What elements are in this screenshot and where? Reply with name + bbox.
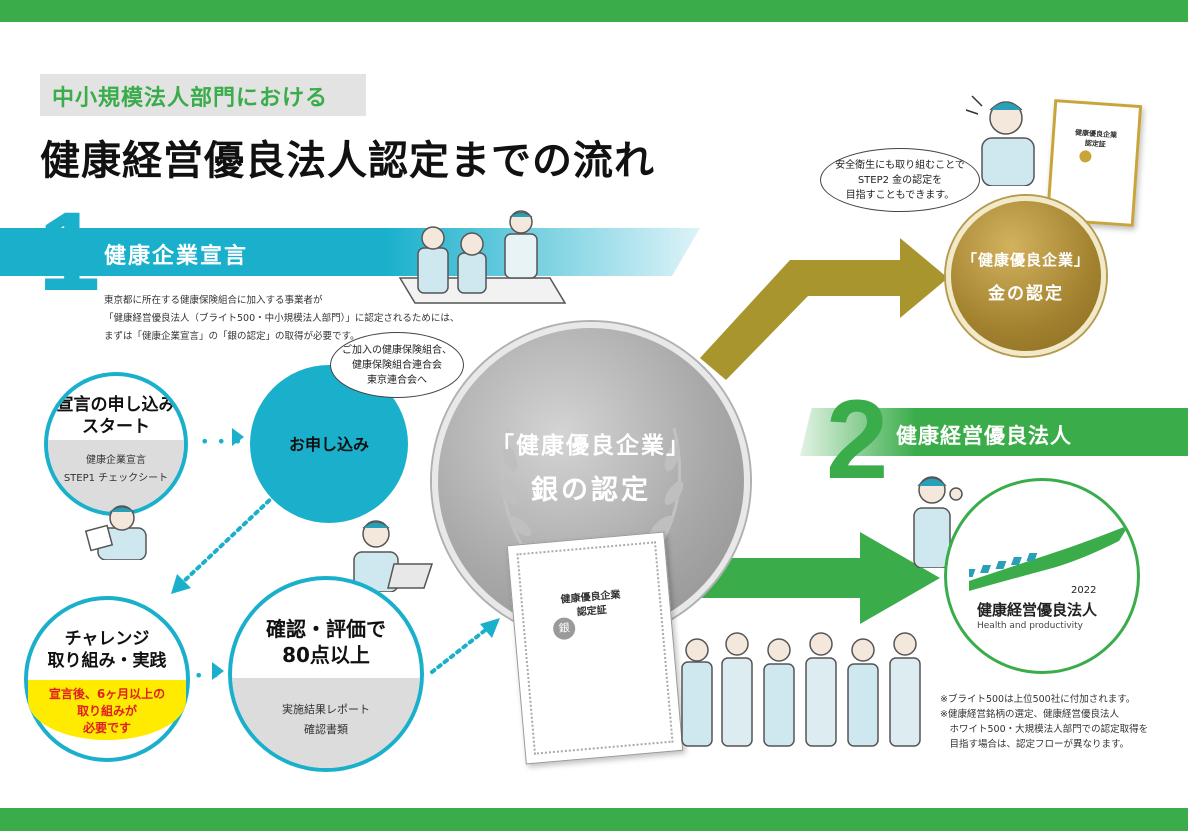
step1-number: 1 <box>38 189 101 314</box>
bubble-line: STEP2 金の認定を <box>857 175 943 186</box>
certificate-border <box>516 541 674 755</box>
start-sub: 健康企業宣言 STEP1 チェックシート <box>48 440 184 512</box>
dotted-arrow-diagonal <box>171 493 277 594</box>
challenge-title-line: チャレンジ <box>64 629 150 649</box>
description-line: 「健康経営優良法人（ブライト500・中小規模法人部門）」に認定されるためには、 <box>104 313 460 324</box>
footnotes: ※ブライト500は上位500社に付加されます。 ※健康経営銘柄の選定、健康経営優… <box>940 692 1148 752</box>
silver-line1: 「健康優良企業」 <box>491 433 691 459</box>
arrow-head <box>232 428 244 446</box>
start-circle: 宣言の申し込み スタート 健康企業宣言 STEP1 チェックシート <box>44 372 188 516</box>
green-arrow <box>700 532 940 624</box>
gold-seal <box>1079 149 1092 163</box>
step2-band <box>800 408 1188 456</box>
bottom-green-bar <box>0 808 1188 831</box>
footnote-line: ※健康経営銘柄の選定、健康経営優良法人 <box>940 709 1119 720</box>
logo-title: 健康経営優良法人 <box>977 601 1098 619</box>
step1-description: 東京都に所在する健康保険組合に加入する事業者が 「健康経営優良法人（ブライト50… <box>104 292 459 346</box>
footnote-line: ※ブライト500は上位500社に付加されます。 <box>940 694 1136 705</box>
step1-label: 健康企業宣言 <box>104 244 249 269</box>
reading-person-illustration <box>84 505 147 560</box>
start-title: 宣言の申し込み スタート <box>48 394 184 438</box>
laptop-person-illustration <box>353 520 434 592</box>
warning-line: 宣言後、6ヶ月以上の <box>48 687 166 701</box>
description-line: まずは「健康企業宣言」の「銀の認定」の取得が必要です。 <box>104 331 360 342</box>
subtitle-background <box>40 74 366 116</box>
group-people-illustration <box>681 632 921 747</box>
bubble-line: 安全衛生にも取り組むことで <box>835 160 965 171</box>
challenge-title-line: 取り組み・実践 <box>47 651 167 671</box>
dotted-arrow-up <box>430 618 500 674</box>
cheering-person-illustration <box>913 476 963 568</box>
bubble-line: 東京連合会へ <box>367 375 427 386</box>
thinking-person-illustration <box>965 95 1035 186</box>
challenge-title: チャレンジ 取り組み・実践 <box>28 628 186 672</box>
review-circle: 確認・評価で 80点以上 実施結果レポート 確認書類 <box>228 576 424 772</box>
bubble-line: 目指すこともできます。 <box>845 190 955 201</box>
logo-sub: Health and productivity <box>977 621 1084 631</box>
step2-number: 2 <box>826 377 889 502</box>
start-title-line: 宣言の申し込み <box>56 395 176 415</box>
challenge-warning: 宣言後、6ヶ月以上の 取り組みが 必要です <box>28 680 186 740</box>
gold-line1: 「健康優良企業」 <box>961 251 1090 269</box>
start-sub-line: 健康企業宣言 <box>86 455 146 466</box>
arrow-head <box>212 662 224 680</box>
page-title: 健康経営優良法人認定までの流れ <box>40 138 655 184</box>
step2-label: 健康経営優良法人 <box>896 424 1072 448</box>
bubble-line: 健康保険組合連合会 <box>352 360 442 371</box>
step1-band <box>0 228 700 276</box>
gold-cert-text: 健康優良企業 認定証 <box>1054 126 1137 152</box>
flag-logo-icon <box>969 525 1129 591</box>
apply-speech-bubble: ご加入の健康保険組合、 健康保険組合連合会 東京連合会へ <box>330 332 464 398</box>
warning-line: 取り組みが <box>76 704 137 718</box>
review-sub-line: 確認書類 <box>304 723 348 736</box>
logo-year: 2022 <box>1071 585 1097 596</box>
footnote-line: 目指す場合は、認定フローが異なります。 <box>940 739 1130 750</box>
gold-line2: 金の認定 <box>988 284 1064 304</box>
start-sub-line: STEP1 チェックシート <box>63 473 169 484</box>
silver-line2: 銀の認定 <box>531 475 651 506</box>
gold-speech-bubble: 安全衛生にも取り組むことで STEP2 金の認定を 目指すこともできます。 <box>820 148 980 212</box>
subtitle: 中小規模法人部門における <box>52 86 329 111</box>
silver-certificate: 健康優良企業 認定証 銀 <box>506 531 684 765</box>
start-title-line: スタート <box>82 417 150 437</box>
top-green-bar <box>0 0 1188 22</box>
footnote-line: ホワイト500・大規模法人部門での認定取得を <box>940 724 1149 735</box>
review-title-line: 確認・評価で <box>266 617 386 641</box>
review-sub: 実施結果レポート 確認書類 <box>232 678 420 768</box>
review-title-line: 80点以上 <box>282 643 370 667</box>
olive-arrow <box>700 238 948 380</box>
review-sub-line: 実施結果レポート <box>282 703 370 716</box>
meeting-illustration <box>398 210 567 304</box>
apply-title: お申し込み <box>288 435 369 454</box>
description-line: 東京都に所在する健康保険組合に加入する事業者が <box>104 295 323 306</box>
bubble-line: ご加入の健康保険組合、 <box>342 345 452 356</box>
review-title: 確認・評価で 80点以上 <box>232 616 420 668</box>
warning-line: 必要です <box>82 721 131 735</box>
health-productivity-logo: 2022 健康経営優良法人 Health and productivity <box>944 478 1140 674</box>
gold-medal: 「健康優良企業」 金の認定 <box>946 196 1106 356</box>
